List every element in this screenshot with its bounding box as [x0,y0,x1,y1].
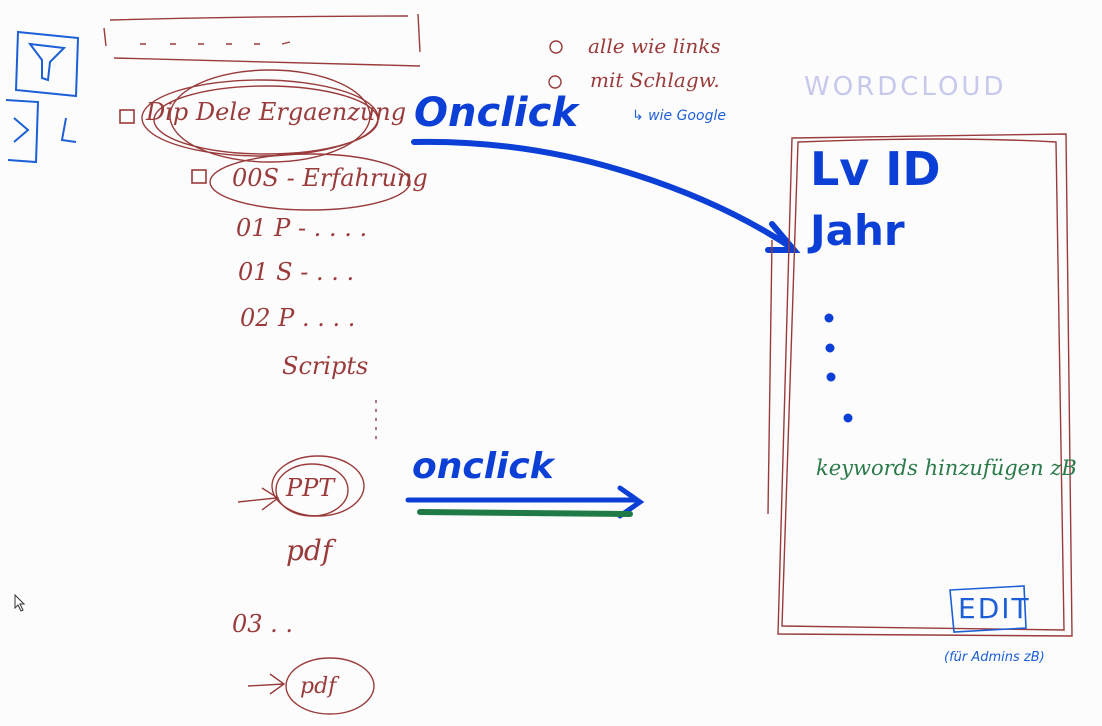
tree-item-5[interactable]: 02 P . . . . [240,304,356,332]
selection-circle [141,69,411,715]
edit-button-border [949,585,1027,633]
detail-panel [767,133,1073,637]
tree-item-3[interactable]: 01 P - . . . . [236,214,368,242]
more-dots [824,313,853,423]
mouse-cursor-icon [14,594,26,612]
filter-icon[interactable] [14,30,80,98]
wordcloud-label: WORDCLOUD [804,72,1007,102]
panel-keywords[interactable]: keywords hinzufügen zB [816,456,1077,480]
onclick-label-bottom: onclick [412,446,554,487]
radio-option-1[interactable] [549,40,563,54]
tree-item-8[interactable]: pdf [286,534,333,567]
panel-lv-id: Lv ID [810,142,941,196]
panel-jahr: Jahr [810,206,905,255]
tree-item-1[interactable]: Dip Dele Ergaenzung [146,98,407,126]
radio-option-1-label: alle wie links [588,34,721,58]
onclick-arrow-bottom [405,485,645,519]
onclick-label-top: Onclick [414,90,578,136]
edit-note: (für Admins zB) [944,650,1045,665]
tree-item-6[interactable]: Scripts [282,352,369,380]
tree-item-2[interactable]: 00S - Erfahrung [232,164,428,192]
radio-option-2-label: mit Schlagw. [590,68,720,92]
tree-item-10[interactable]: pdf [300,674,337,699]
search-note: ↳ wie Google [632,108,726,124]
edit-button[interactable]: EDIT [958,592,1031,625]
onclick-arrow-top [411,138,801,253]
search-bar[interactable] [103,13,421,67]
checkbox-item-2[interactable] [191,169,207,184]
radio-option-2[interactable] [548,75,562,89]
checkbox-item-1[interactable] [119,109,135,124]
tree-item-7[interactable]: PPT [286,474,335,502]
tree-item-4[interactable]: 01 S - . . . [238,258,355,286]
tree-item-9[interactable]: 03 . . [232,610,294,638]
expand-icon[interactable] [5,99,77,164]
